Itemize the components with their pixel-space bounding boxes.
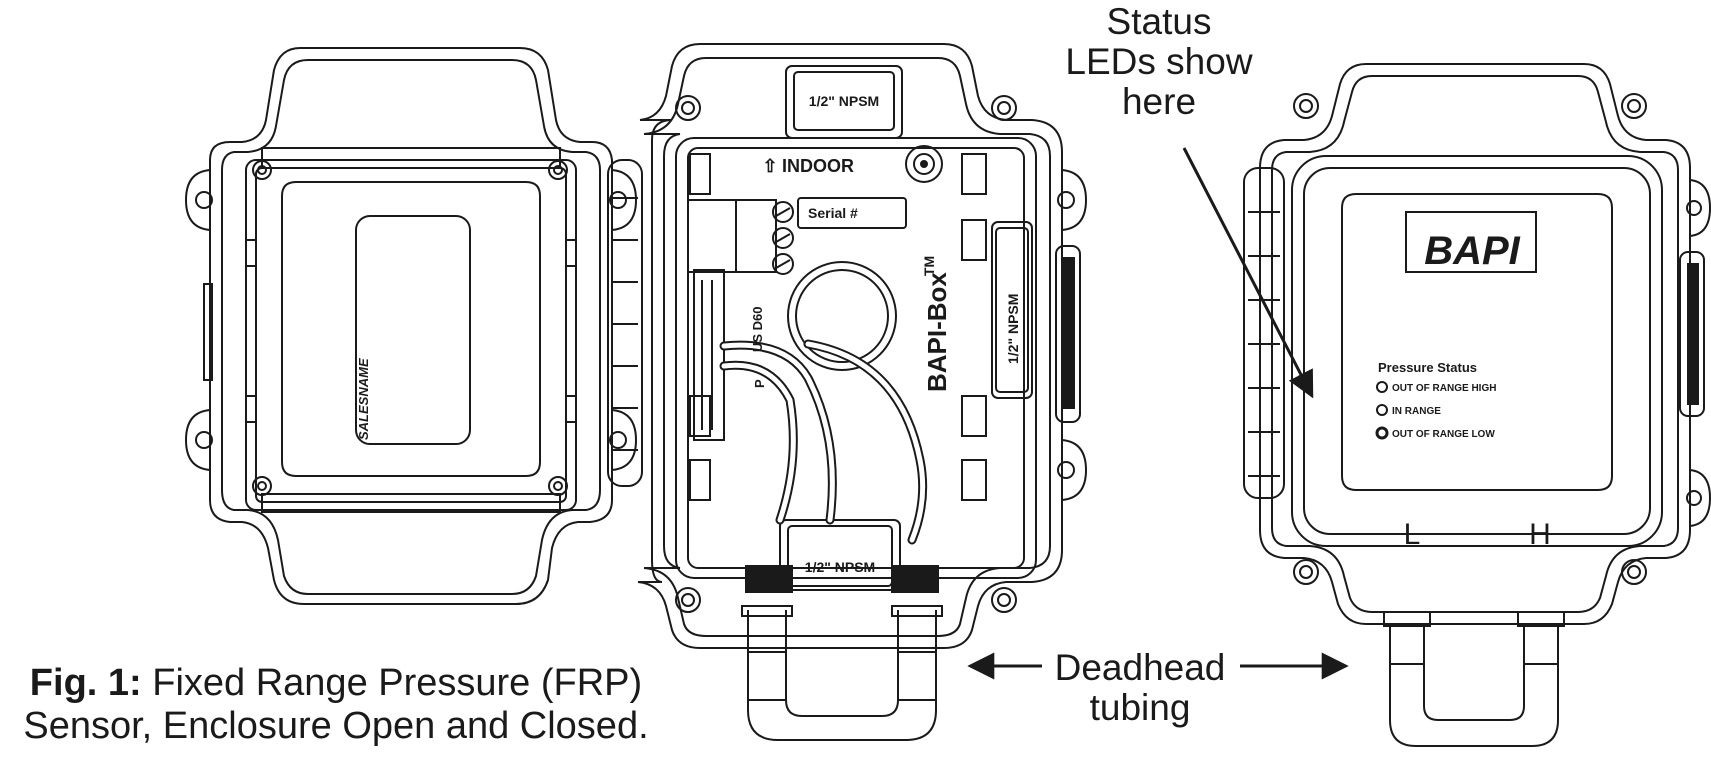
base-port-right-label: 1/2" NPSM — [1005, 294, 1021, 364]
led-label-low: OUT OF RANGE LOW — [1392, 429, 1495, 440]
deadhead-line-2: tubing — [1089, 686, 1191, 728]
status-leds-arrow — [1182, 147, 1314, 399]
led-label-in-range: IN RANGE — [1392, 406, 1441, 417]
up-arrow-icon: ⇧ — [762, 156, 777, 176]
figure-caption: Fig. 1: Fixed Range Pressure (FRP) Senso… — [0, 662, 672, 747]
status-leds-line-3: here — [1121, 80, 1197, 122]
status-leds-line-1: Status — [1106, 1, 1212, 42]
figure-number: Fig. 1: — [29, 662, 142, 704]
board-text: US D60 — [750, 306, 765, 352]
caption-text: Fixed Range Pressure (FRP) — [141, 662, 643, 704]
indoor-label: INDOOR — [782, 156, 854, 176]
deadhead-callout: Deadhead tubing — [1040, 648, 1240, 728]
lid-salesname-label: SALESNAME — [356, 358, 371, 440]
bapi-logo: BAPI — [1424, 229, 1520, 273]
caption-line-2: Sensor, Enclosure Open and Closed. — [23, 704, 649, 747]
pressure-status-title: Pressure Status — [1378, 360, 1477, 375]
port-high-label: H — [1529, 518, 1551, 551]
board-text-2: P — [752, 379, 767, 388]
bapi-box-brand: BAPI-Box TM — [921, 256, 952, 392]
deadhead-line-1: Deadhead — [1054, 647, 1226, 688]
led-label-high: OUT OF RANGE HIGH — [1392, 383, 1496, 394]
open-base — [637, 43, 1088, 741]
open-lid — [184, 47, 638, 605]
status-leds-callout: Status LEDs show here — [1046, 2, 1272, 122]
caption-line-1: Fig. 1: Fixed Range Pressure (FRP) — [0, 662, 672, 705]
bapi-box-text: BAPI-Box — [922, 272, 952, 392]
base-port-top-label: 1/2" NPSM — [809, 93, 879, 109]
status-leds-line-2: LEDs show — [1065, 40, 1253, 82]
hinge — [607, 159, 643, 487]
base-port-bottom-label: 1/2" NPSM — [805, 559, 875, 575]
trademark-text: TM — [921, 256, 937, 276]
port-low-label: L — [1404, 518, 1421, 551]
closed-unit — [1243, 63, 1711, 747]
serial-label: Serial # — [808, 205, 858, 221]
